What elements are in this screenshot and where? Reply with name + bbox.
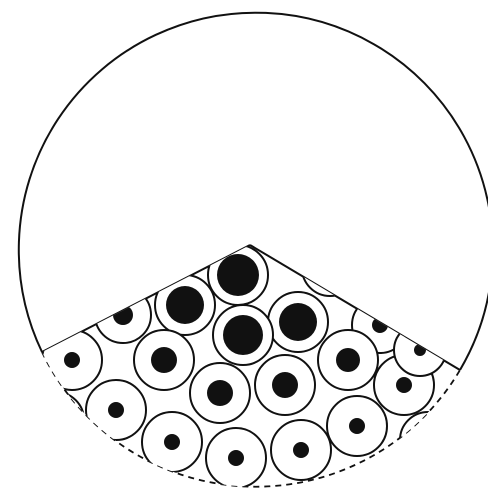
- cell-nucleus-5: [113, 305, 133, 325]
- cell-nucleus-13: [108, 402, 124, 418]
- cell-nucleus-14: [164, 434, 180, 450]
- cell-nucleus-4: [223, 315, 263, 355]
- cell-nucleus-3: [279, 303, 317, 341]
- cell-nucleus-11: [272, 372, 298, 398]
- cell-nucleus-15: [228, 450, 244, 466]
- cell-nucleus-8: [151, 347, 177, 373]
- cell-nucleus-20: [324, 262, 336, 274]
- cell-nucleus-7: [64, 352, 80, 368]
- cell-21: [54, 269, 106, 321]
- cell-nucleus-2: [166, 286, 204, 324]
- cell-20: [302, 240, 358, 296]
- cell-nucleus-16: [293, 442, 309, 458]
- cell-group: [28, 240, 456, 488]
- cell-nucleus-19: [422, 434, 434, 446]
- cell-nucleus-10: [207, 380, 233, 406]
- cell-nucleus-21: [74, 289, 86, 301]
- cell-nucleus-1: [217, 254, 259, 296]
- cell-nucleus-18: [50, 414, 62, 426]
- cell-nucleus-17: [349, 418, 365, 434]
- cell-nucleus-12: [396, 377, 412, 393]
- cell-19: [400, 412, 456, 468]
- cell-nucleus-9: [336, 348, 360, 372]
- cell-18: [28, 392, 84, 448]
